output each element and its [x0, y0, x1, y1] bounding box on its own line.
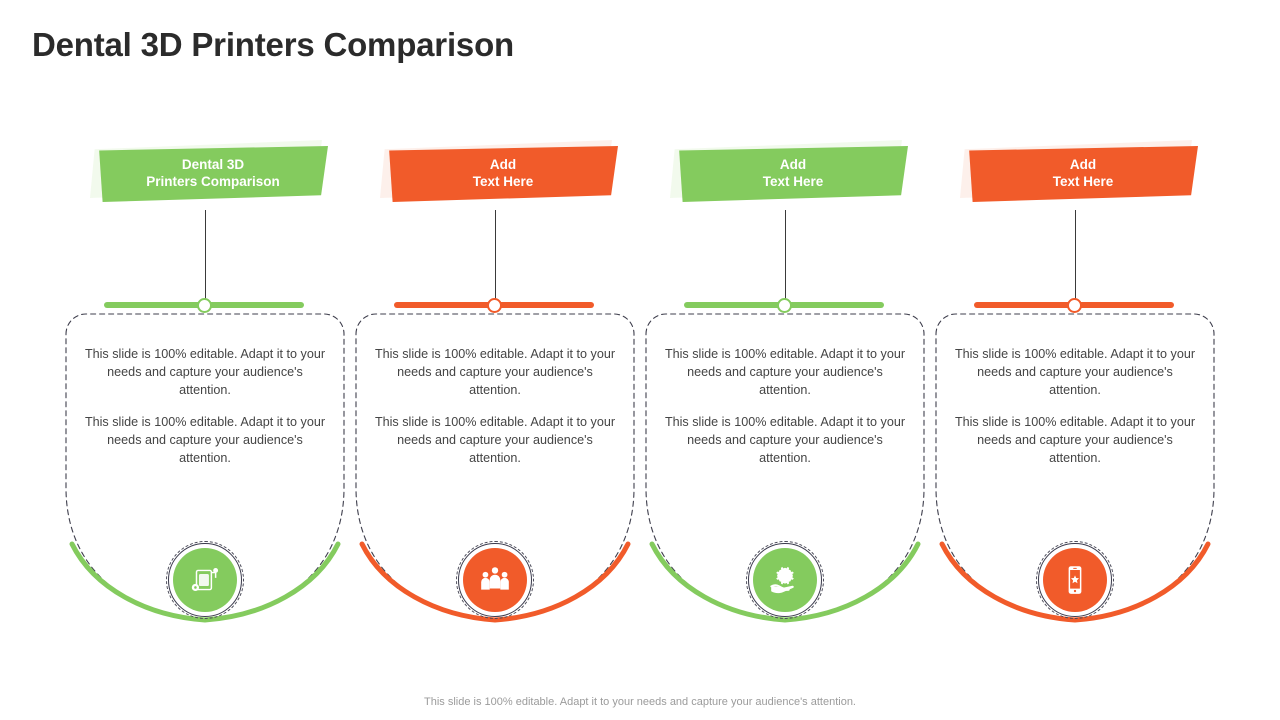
banner-shape: Add Text Here: [679, 146, 908, 202]
comparison-column: Add Text Here This slide is 100% editabl…: [640, 130, 930, 650]
icon-badge[interactable]: [746, 541, 824, 619]
body-paragraph: This slide is 100% editable. Adapt it to…: [374, 415, 616, 465]
badge-dashed-ring: [166, 541, 244, 619]
banner-shape: Add Text Here: [389, 146, 618, 202]
page-title: Dental 3D Printers Comparison: [32, 26, 514, 63]
body-paragraph: This slide is 100% editable. Adapt it to…: [954, 347, 1196, 397]
card-top-knob: [487, 298, 502, 313]
comparison-column: Add Text Here This slide is 100% editabl…: [350, 130, 640, 650]
card-top-knob: [1067, 298, 1082, 313]
badge-dashed-ring: [456, 541, 534, 619]
printer-settings-icon: [173, 548, 237, 612]
connector-line: [205, 210, 206, 310]
badge-solid-ring: [168, 543, 242, 617]
connector-line: [495, 210, 496, 310]
people-group-icon: [463, 548, 527, 612]
icon-badge[interactable]: [456, 541, 534, 619]
card-body-text: This slide is 100% editable. Adapt it to…: [954, 345, 1196, 467]
badge-solid-ring: [458, 543, 532, 617]
card-body-text: This slide is 100% editable. Adapt it to…: [374, 345, 616, 467]
comparison-column: Dental 3D Printers Comparison This slide…: [60, 130, 350, 650]
body-paragraph: This slide is 100% editable. Adapt it to…: [664, 415, 906, 465]
content-card: [350, 308, 640, 628]
footer-note: This slide is 100% editable. Adapt it to…: [424, 696, 856, 708]
column-banner[interactable]: Dental 3D Printers Comparison: [60, 130, 350, 216]
body-paragraph: This slide is 100% editable. Adapt it to…: [954, 415, 1196, 465]
icon-badge[interactable]: [166, 541, 244, 619]
content-card: [640, 308, 930, 628]
card-top-knob: [197, 298, 212, 313]
body-paragraph: This slide is 100% editable. Adapt it to…: [664, 347, 906, 397]
card-top-knob: [777, 298, 792, 313]
badge-solid-ring: [748, 543, 822, 617]
badge-dashed-ring: [746, 541, 824, 619]
column-banner[interactable]: Add Text Here: [640, 130, 930, 216]
banner-label: Add Text Here: [762, 156, 824, 189]
badge-dashed-ring: [1036, 541, 1114, 619]
icon-badge[interactable]: [1036, 541, 1114, 619]
banner-label: Dental 3D Printers Comparison: [146, 156, 280, 189]
column-banner[interactable]: Add Text Here: [350, 130, 640, 216]
hand-holding-gear-icon: [753, 548, 817, 612]
content-card: [60, 308, 350, 628]
banner-shape: Add Text Here: [969, 146, 1198, 202]
comparison-column: Add Text Here This slide is 100% editabl…: [930, 130, 1220, 650]
card-body-text: This slide is 100% editable. Adapt it to…: [84, 345, 326, 467]
column-banner[interactable]: Add Text Here: [930, 130, 1220, 216]
connector-line: [1075, 210, 1076, 310]
body-paragraph: This slide is 100% editable. Adapt it to…: [84, 415, 326, 465]
body-paragraph: This slide is 100% editable. Adapt it to…: [84, 347, 326, 397]
banner-label: Add Text Here: [472, 156, 534, 189]
badge-solid-ring: [1038, 543, 1112, 617]
mobile-phone-icon: [1043, 548, 1107, 612]
content-card: [930, 308, 1220, 628]
connector-line: [785, 210, 786, 310]
banner-label: Add Text Here: [1052, 156, 1114, 189]
card-body-text: This slide is 100% editable. Adapt it to…: [664, 345, 906, 467]
banner-shape: Dental 3D Printers Comparison: [99, 146, 328, 202]
body-paragraph: This slide is 100% editable. Adapt it to…: [374, 347, 616, 397]
